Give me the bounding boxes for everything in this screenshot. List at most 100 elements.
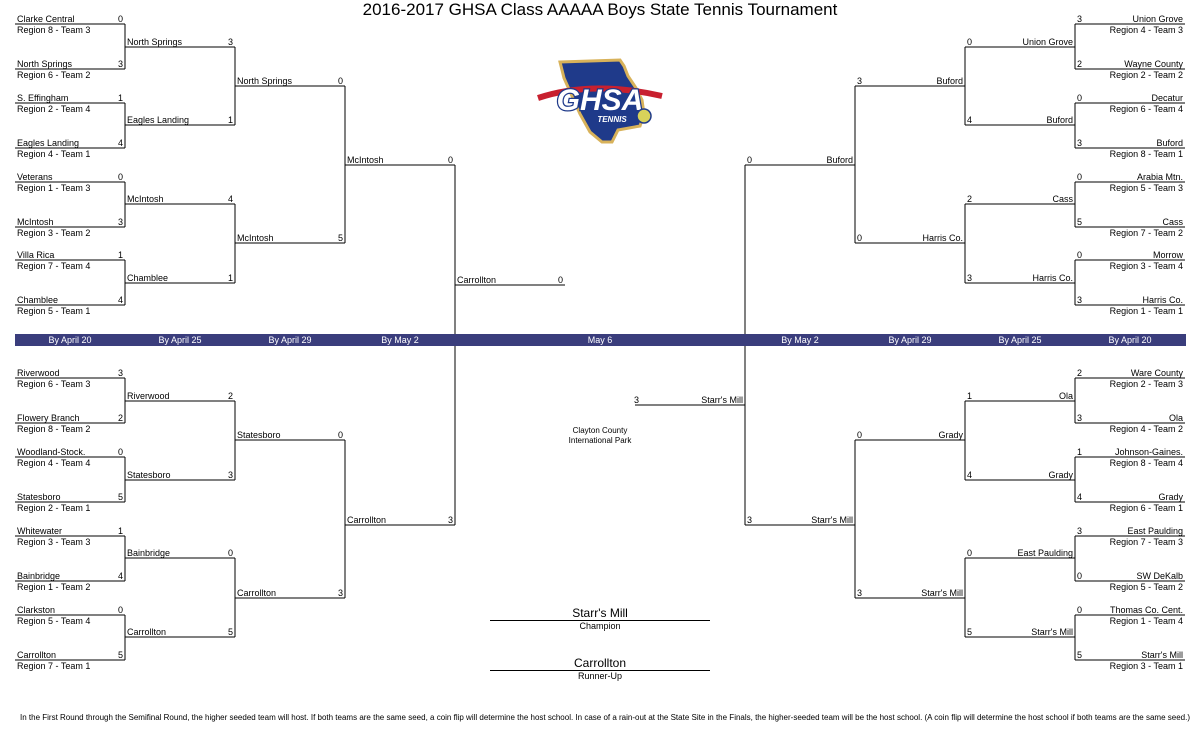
team-name: Arabia Mtn. (1136, 172, 1183, 182)
team-name: Grady (938, 430, 963, 440)
team-name: Ola (1058, 391, 1073, 401)
team-name: Statesboro (17, 492, 61, 502)
team-score: 2 (1077, 59, 1083, 69)
team-name: Harris Co. (1032, 273, 1073, 283)
team-seed: Region 3 - Team 2 (17, 228, 91, 238)
team-seed: Region 1 - Team 1 (1109, 306, 1183, 316)
team-seed: Region 4 - Team 3 (1109, 25, 1183, 35)
team-name: East Paulding (1127, 526, 1183, 536)
final-team: Starr's Mill (701, 395, 743, 405)
team-name: Clarke Central (17, 14, 75, 24)
team-score: 5 (1077, 217, 1083, 227)
team-score: 0 (1077, 172, 1083, 182)
date-label: By April 20 (1108, 335, 1152, 345)
team-seed: Region 4 - Team 2 (1109, 424, 1183, 434)
team-name: Clarkston (17, 605, 56, 615)
ghsa-tennis-logo: GHSA TENNIS (532, 56, 668, 144)
date-label: By April 25 (158, 335, 202, 345)
team-seed: Region 8 - Team 3 (17, 25, 91, 35)
team-name: Carrollton (17, 650, 57, 660)
team-seed: Region 7 - Team 2 (1109, 228, 1183, 238)
team-seed: Region 8 - Team 1 (1109, 149, 1183, 159)
team-score: 0 (117, 14, 123, 24)
team-seed: Region 5 - Team 1 (17, 306, 91, 316)
team-name: McIntosh (127, 194, 164, 204)
team-name: Cass (1162, 217, 1183, 227)
runner-up-label: Runner-Up (490, 670, 710, 681)
team-name: Starr's Mill (921, 588, 963, 598)
champion-label: Champion (490, 620, 710, 631)
date-label: By April 20 (48, 335, 92, 345)
team-score: 0 (337, 430, 343, 440)
date-label: May 6 (587, 335, 613, 345)
team-name: Union Grove (1022, 37, 1073, 47)
team-score: 5 (1077, 650, 1083, 660)
team-score: 3 (227, 37, 233, 47)
team-score: 0 (1077, 605, 1083, 615)
team-name: Ola (1168, 413, 1183, 423)
footnote: In the First Round through the Semifinal… (20, 713, 1190, 722)
team-seed: Region 7 - Team 3 (1109, 537, 1183, 547)
team-name: North Springs (127, 37, 183, 47)
team-score: 0 (227, 548, 233, 558)
team-seed: Region 1 - Team 2 (17, 582, 91, 592)
team-name: Grady (1048, 470, 1073, 480)
team-score: 3 (337, 588, 343, 598)
team-score: 1 (117, 250, 123, 260)
team-name: Buford (826, 155, 853, 165)
team-name: Riverwood (17, 368, 60, 378)
team-score: 2 (967, 194, 973, 204)
team-score: 0 (447, 155, 453, 165)
team-name: Wayne County (1124, 59, 1183, 69)
team-score: 3 (117, 59, 123, 69)
team-name: Union Grove (1132, 14, 1183, 24)
team-name: Statesboro (237, 430, 281, 440)
venue-line-1: Clayton County (572, 426, 628, 435)
team-score: 3 (227, 470, 233, 480)
team-seed: Region 7 - Team 1 (17, 661, 91, 671)
team-score: 3 (117, 217, 123, 227)
champion-name: Starr's Mill (572, 606, 628, 620)
team-name: Decatur (1151, 93, 1183, 103)
team-name: Carrollton (237, 588, 277, 598)
team-seed: Region 8 - Team 4 (1109, 458, 1183, 468)
team-score: 5 (117, 650, 123, 660)
team-score: 3 (857, 76, 863, 86)
team-name: Eagles Landing (17, 138, 80, 148)
team-name: Cass (1052, 194, 1073, 204)
team-score: 1 (227, 273, 233, 283)
team-name: Carrollton (127, 627, 167, 637)
date-label: By May 2 (781, 335, 819, 345)
team-seed: Region 6 - Team 4 (1109, 104, 1183, 114)
team-name: Johnson-Gaines. (1114, 447, 1183, 457)
team-score: 5 (337, 233, 343, 243)
team-score: 4 (117, 295, 123, 305)
team-seed: Region 5 - Team 2 (1109, 582, 1183, 592)
team-score: 1 (227, 115, 233, 125)
team-score: 4 (967, 115, 973, 125)
georgia-state-shape-icon (558, 58, 646, 144)
team-name: Eagles Landing (127, 115, 190, 125)
team-seed: Region 5 - Team 3 (1109, 183, 1183, 193)
team-seed: Region 5 - Team 4 (17, 616, 91, 626)
team-seed: Region 6 - Team 3 (17, 379, 91, 389)
final-team: Carrollton (457, 275, 497, 285)
team-name: East Paulding (1017, 548, 1073, 558)
team-name: Buford (1046, 115, 1073, 125)
team-score: 2 (227, 391, 233, 401)
team-score: 3 (857, 588, 863, 598)
team-score: 0 (857, 233, 863, 243)
team-name: Starr's Mill (1141, 650, 1183, 660)
team-seed: Region 3 - Team 4 (1109, 261, 1183, 271)
team-score: 0 (117, 172, 123, 182)
final-score: 0 (557, 275, 563, 285)
team-score: 0 (967, 548, 973, 558)
team-score: 4 (117, 138, 123, 148)
svg-text:TENNIS: TENNIS (597, 115, 627, 124)
team-name: Chamblee (127, 273, 169, 283)
team-seed: Region 8 - Team 2 (17, 424, 91, 434)
team-score: 0 (117, 447, 123, 457)
team-seed: Region 3 - Team 1 (1109, 661, 1183, 671)
team-score: 0 (857, 430, 863, 440)
